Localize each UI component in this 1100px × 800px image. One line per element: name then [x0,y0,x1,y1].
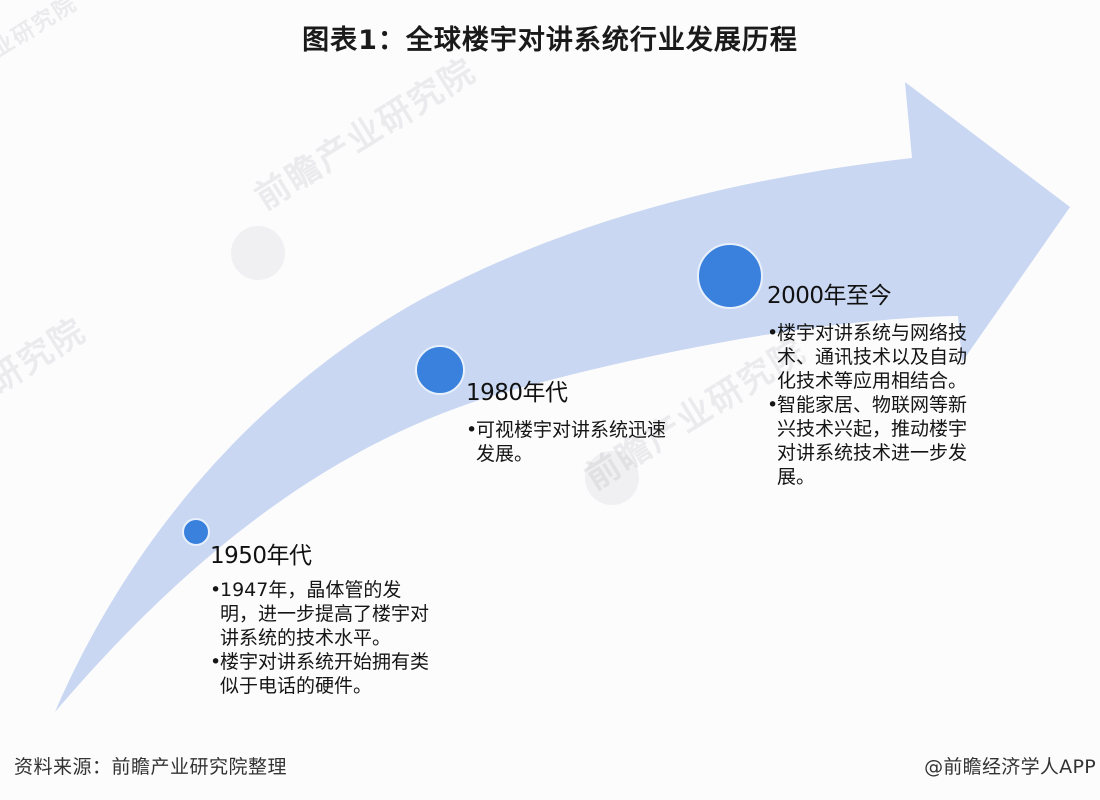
milestone-period-2000: 2000年至今 [767,283,892,309]
milestone-period-1980: 1980年代 [466,380,568,406]
milestone-details-1980: 可视楼宇对讲系统迅速发展。 [466,418,666,466]
milestone-bullet: 可视楼宇对讲系统迅速发展。 [466,418,666,466]
milestone-bullet: 楼宇对讲系统开始拥有类似于电话的硬件。 [210,650,435,698]
milestone-marker-2000 [697,243,763,309]
source-note: 资料来源：前瞻产业研究院整理 [14,756,288,778]
milestone-period-1950: 1950年代 [210,543,312,569]
milestone-bullet: 1947年，晶体管的发明，进一步提高了楼宇对讲系统的技术水平。 [210,578,435,650]
milestone-bullet: 智能家居、物联网等新兴技术兴起，推动楼宇对讲系统技术进一步发展。 [767,393,972,489]
milestone-marker-1950 [182,518,210,546]
chart-title: 图表1：全球楼宇对讲系统行业发展历程 [302,25,798,56]
milestone-marker-1980 [415,345,465,395]
timeline-arrow [55,82,1070,712]
milestone-details-1950: 1947年，晶体管的发明，进一步提高了楼宇对讲系统的技术水平。 楼宇对讲系统开始… [210,578,435,698]
milestone-details-2000: 楼宇对讲系统与网络技术、通讯技术以及自动化技术等应用相结合。 智能家居、物联网等… [767,321,972,489]
milestone-bullet: 楼宇对讲系统与网络技术、通讯技术以及自动化技术等应用相结合。 [767,321,972,393]
credit-note: @前瞻经济学人APP [924,756,1096,778]
